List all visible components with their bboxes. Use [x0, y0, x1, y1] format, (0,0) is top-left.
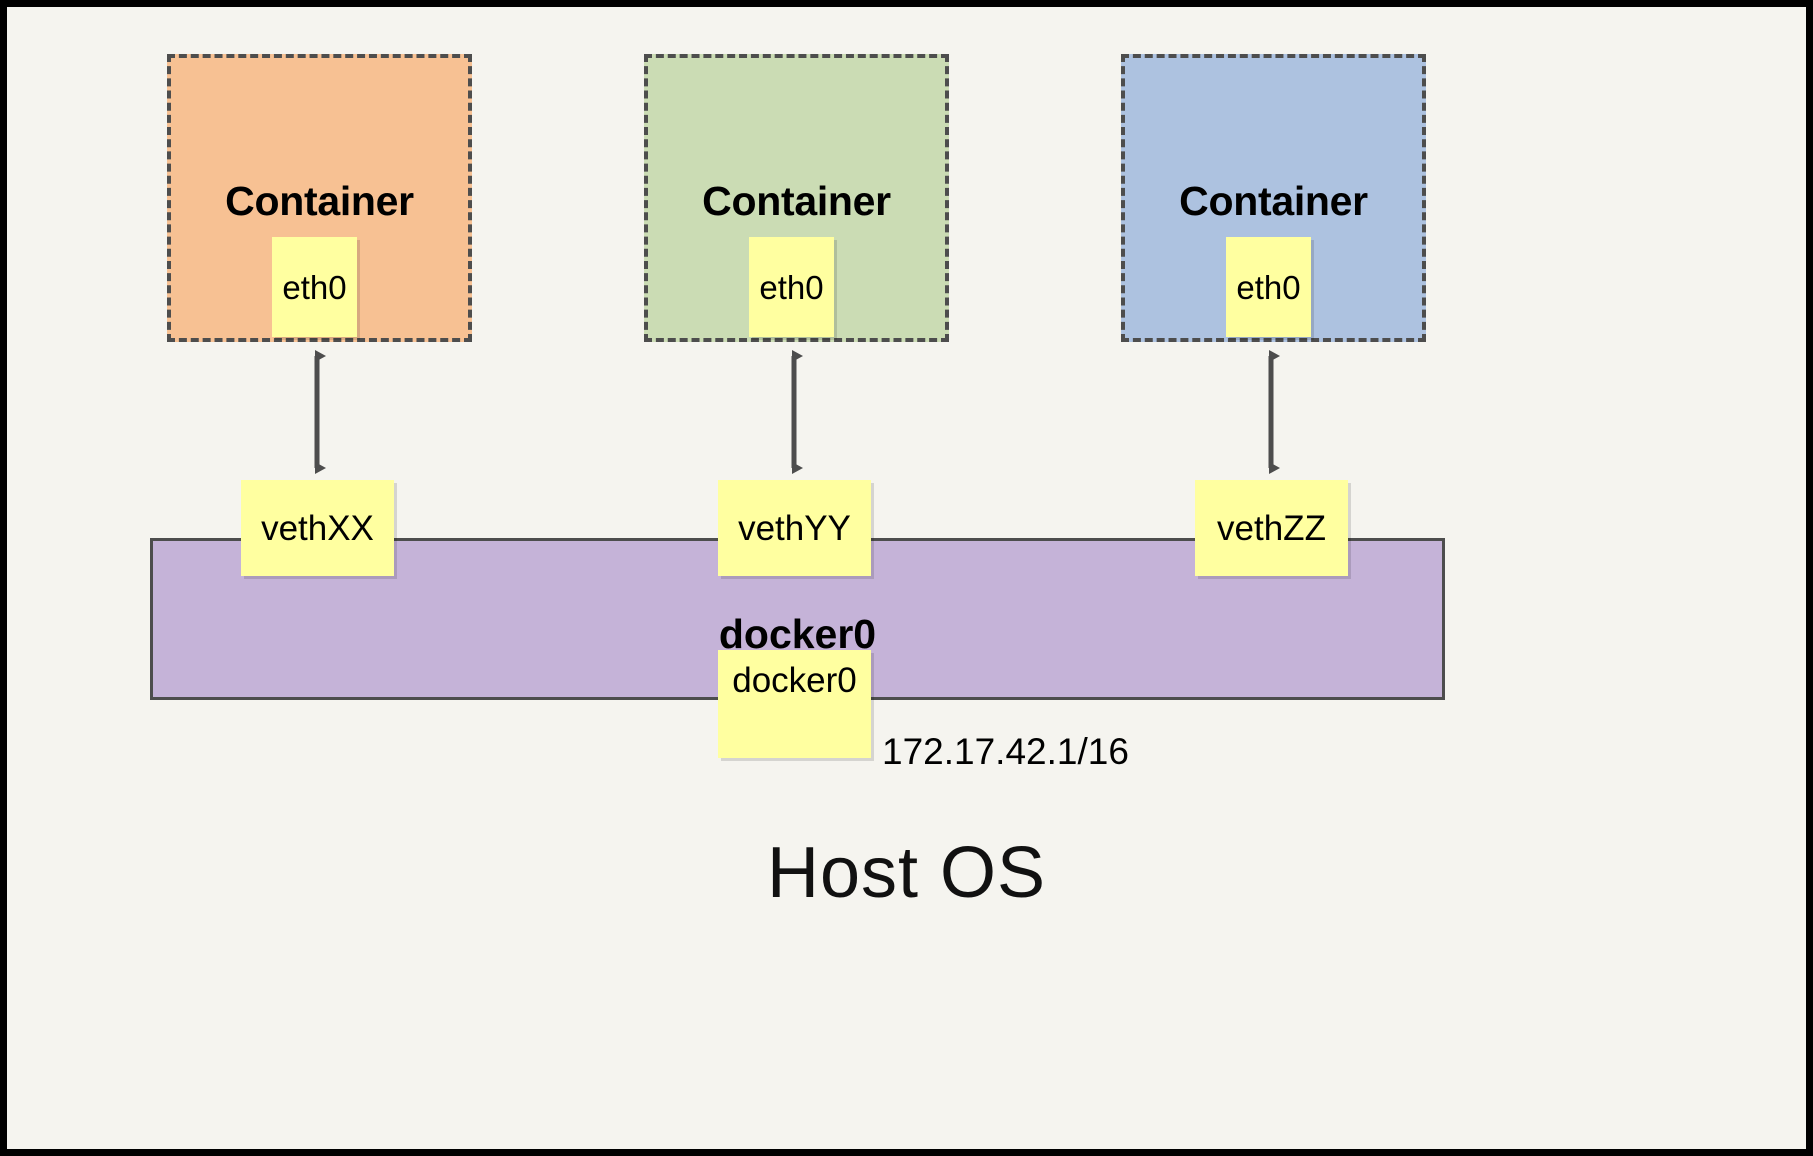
eth0-label-2: eth0 — [759, 268, 824, 306]
veth-label-1: vethXX — [261, 508, 374, 548]
eth0-label-1: eth0 — [282, 268, 347, 306]
arrow-container-2-to-veth2 — [791, 350, 803, 474]
arrow-container-1-to-veth1 — [314, 350, 326, 474]
docker0-ip-label: 172.17.42.1/16 — [882, 731, 1129, 772]
docker0-interface-note: docker0 — [718, 650, 871, 758]
veth-note-1: vethXX — [241, 480, 394, 576]
veth-label-2: vethYY — [738, 508, 851, 548]
host-os-label: Host OS — [766, 833, 1047, 913]
docker0-interface-label: docker0 — [732, 660, 857, 700]
eth0-note-3: eth0 — [1226, 237, 1311, 337]
eth0-note-2: eth0 — [749, 237, 834, 337]
container-title-1: Container — [225, 178, 414, 224]
arrow-container-3-to-veth3 — [1268, 350, 1280, 474]
eth0-note-1: eth0 — [272, 237, 357, 337]
veth-note-3: vethZZ — [1195, 480, 1348, 576]
docker0-bridge-label: docker0 — [718, 611, 877, 657]
eth0-label-3: eth0 — [1236, 268, 1301, 306]
container-title-2: Container — [702, 178, 891, 224]
veth-label-3: vethZZ — [1217, 508, 1326, 548]
veth-note-2: vethYY — [718, 480, 871, 576]
container-title-3: Container — [1179, 178, 1368, 224]
